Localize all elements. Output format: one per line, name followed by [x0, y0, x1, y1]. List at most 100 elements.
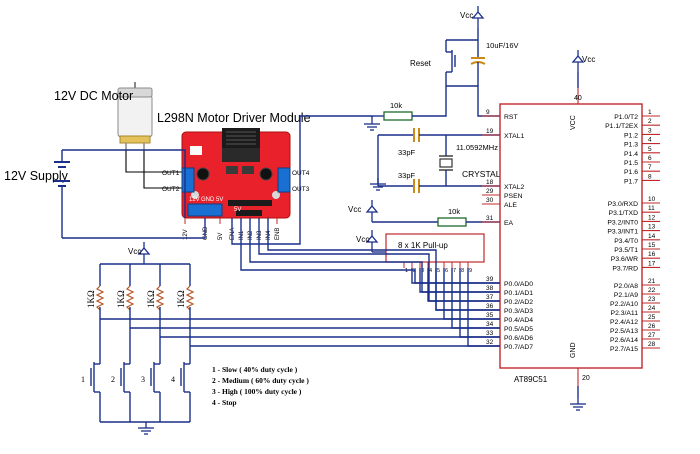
mcu-pin-name: P3.6/WR [611, 256, 638, 263]
gnd-chip-symbol [569, 397, 587, 411]
vcc-pin-label: VCC [570, 115, 577, 130]
mcu-pin-name: P0.3/AD3 [504, 308, 533, 315]
mcu-pin-name: XTAL2 [504, 184, 524, 191]
rst-resistor [383, 111, 413, 121]
mcu-pin-name: P2.6/A14 [610, 337, 638, 344]
mcu-pin-num: 15 [648, 242, 656, 249]
mcu-pin-name: P1.3 [624, 142, 638, 149]
mcu-pin-name: P2.5/A13 [610, 328, 638, 335]
mcu-pin-name: P3.1/TXD [609, 210, 639, 217]
xtal-ground-symbol [369, 177, 387, 191]
ena-wire [231, 115, 372, 245]
mcu-pin-name: P1.0/T2 [614, 114, 638, 121]
pullup-to-p0-wire [467, 268, 500, 347]
mcu-pin-num: 10 [648, 196, 656, 203]
mcu-pin-name: P3.5/T1 [614, 247, 638, 254]
supply-positive-wire [62, 149, 186, 218]
mcu-pin-num: 9 [486, 109, 490, 116]
mcu-pin-num: 21 [648, 278, 656, 285]
button-resistor [185, 285, 195, 311]
mcu-pin-num: 24 [648, 305, 656, 312]
mcu-pin-name: EA [504, 220, 514, 227]
mcu-pin-name: P0.2/AD2 [504, 299, 533, 306]
mcu-pin-num: 22 [648, 287, 656, 294]
legend: 1 - Slow ( 40% duty cycle ) 2 - Medium (… [212, 365, 309, 407]
pin-out4: OUT4 [292, 170, 310, 177]
module-title: L298N Motor Driver Module [157, 111, 311, 125]
mcu-pin-num: 31 [486, 215, 494, 222]
mcu-pin-num: 11 [648, 205, 655, 212]
pullup-pin-num: 7 [453, 268, 456, 274]
mcu-pin-num: 33 [486, 330, 494, 337]
mcu-pin-num: 32 [486, 339, 494, 346]
mcu-pin-num: 34 [486, 321, 494, 328]
pullup-network [385, 233, 485, 263]
module-pin-label: IN2 [248, 230, 254, 240]
module-pin-label: ENB [275, 228, 281, 240]
speed-button-4[interactable] [180, 362, 190, 393]
speed-button-3[interactable] [150, 362, 160, 393]
board-5v: 5V [216, 197, 223, 203]
button-resistor [95, 285, 105, 311]
button-resistor [155, 285, 165, 311]
legend-item-2: 2 - Medium ( 60% duty cycle ) [212, 376, 309, 385]
speed-button-2[interactable] [120, 362, 130, 393]
pin-out2: OUT2 [162, 186, 180, 193]
mcu-pin-name: P0.1/AD1 [504, 290, 533, 297]
mcu-pin-name: P1.5 [624, 160, 638, 167]
mcu-pin-name: P3.4/T0 [614, 238, 638, 245]
mcu-pin-name: P2.4/A12 [610, 319, 638, 326]
button-resistor-label: 1KΩ [176, 290, 186, 308]
motor-label: 12V DC Motor [54, 89, 133, 103]
mcu-pin-num: 25 [648, 314, 656, 321]
mcu-pin-num: 38 [486, 285, 494, 292]
reset-button[interactable] [445, 40, 456, 86]
mcu-pin-num: 23 [648, 296, 656, 303]
in3-wire [258, 218, 500, 302]
mcu-pin-name: XTAL1 [504, 133, 524, 140]
in4-wire [267, 218, 500, 311]
mcu-pin-name: P2.7/A15 [610, 346, 638, 353]
mcu-pin-name: P3.3/INT1 [607, 229, 638, 236]
module-pin-label: IN3 [257, 230, 263, 240]
mcu-pin-name: P1.7 [624, 178, 638, 185]
button-resistor [125, 285, 135, 311]
mcu-pin-num: 12 [648, 214, 656, 221]
rst-ground-symbol [363, 117, 381, 131]
mcu-pin-name: P1.4 [624, 151, 638, 158]
xtal1-cap-label: 33pF [398, 148, 416, 157]
mcu-pin-num: 5 [648, 146, 652, 153]
module-pin-label: IN4 [266, 230, 272, 240]
mcu-pin-name: P0.4/AD4 [504, 317, 533, 324]
mcu-pin-num: 4 [648, 137, 652, 144]
crystal-label: CRYSTAL [462, 169, 501, 179]
button-resistor-label: 1KΩ [86, 290, 96, 308]
speed-button-1[interactable] [90, 362, 100, 393]
mcu-pin-num: 27 [648, 332, 656, 339]
in1-wire [240, 218, 500, 284]
xtal2-cap-label: 33pF [398, 171, 416, 180]
motor-wire-1 [125, 150, 182, 173]
button-number: 1 [81, 375, 85, 384]
mcu-pin-num: 2 [648, 118, 652, 125]
mcu-pin-num: 17 [648, 260, 656, 267]
pullup-pin-num: 4 [429, 268, 432, 274]
at89c51-chip [499, 103, 643, 369]
board-12v: 12V [189, 197, 200, 203]
vcc-label-reset: Vcc [460, 11, 473, 20]
dc-motor [117, 82, 153, 150]
mcu-pin-name: P0.7/AD7 [504, 344, 533, 351]
vcc-ea-symbol [366, 199, 378, 223]
mcu-pin-name: P3.7/RD [612, 265, 638, 272]
legend-item-1: 1 - Slow ( 40% duty cycle ) [212, 365, 298, 374]
supply-negative-wire [62, 218, 206, 239]
mcu-pin-name: P0.5/AD5 [504, 326, 533, 333]
battery-symbol [54, 150, 70, 238]
mcu-pin-name: P2.2/A10 [610, 301, 638, 308]
gnd-pin-label: GND [570, 342, 577, 358]
reset-cap-label: 10uF/16V [486, 41, 519, 50]
mcu-pin-num: 16 [648, 251, 656, 258]
motor-wire-2 [143, 150, 182, 189]
rst-res-label: 10k [390, 101, 402, 110]
